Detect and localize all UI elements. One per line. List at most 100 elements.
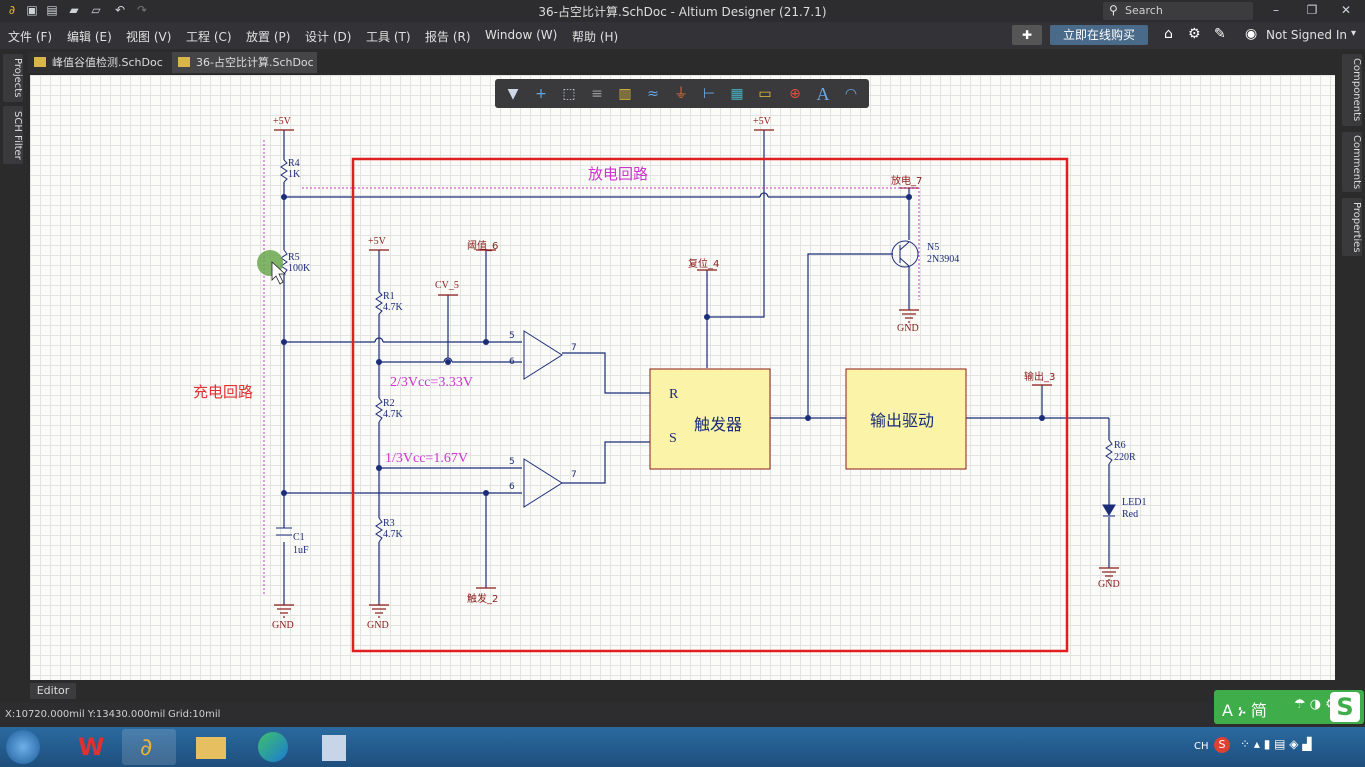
window-title: 36-占空比计算.SchDoc - Altium Designer (21.7.…: [538, 5, 827, 19]
power-label: +5V: [273, 116, 291, 127]
tab-label: 36-占空比计算.SchDoc: [196, 56, 314, 69]
schematic-canvas[interactable]: 放电回路 充电回路 2/3Vcc=3.33V 1/3Vcc=1.67V 触发器 …: [30, 75, 1335, 680]
tray-icons[interactable]: ⁘ ▴ ▮ ▤ ◈ ▟: [1240, 737, 1312, 751]
maximize-icon[interactable]: ❐: [1306, 3, 1318, 17]
status-bar: X:10720.000mil Y:13430.000mil Grid:10mil: [0, 703, 1365, 727]
ime-tools-icon: ☂ ◑ ⚙: [1294, 697, 1337, 712]
trigger-r-pin: R: [669, 387, 679, 402]
schematic-doc-icon: [34, 57, 46, 67]
net-output: 输出_3: [1024, 372, 1056, 383]
sign-in-status[interactable]: Not Signed In: [1266, 28, 1347, 42]
start-button[interactable]: [6, 730, 40, 764]
arc-icon[interactable]: ◠: [844, 86, 858, 102]
search-box[interactable]: ⚲ Search: [1103, 2, 1253, 20]
chevron-down-icon[interactable]: ▾: [1351, 28, 1357, 39]
directive-icon[interactable]: ⊕: [789, 86, 801, 102]
title-bar: ∂ ▣ ▤ ▰ ▱ ↶ ↷ 36-占空比计算.SchDoc - Altium D…: [0, 0, 1365, 22]
component-icon[interactable]: ▥: [618, 86, 632, 102]
open-project-icon[interactable]: ▱: [91, 3, 101, 17]
save-icon[interactable]: ▣: [26, 3, 38, 17]
tab-peak-detect[interactable]: 峰值谷值检测.SchDoc: [28, 52, 172, 73]
panel-tab-projects[interactable]: Projects: [3, 54, 23, 102]
pin-label: 7: [571, 343, 577, 353]
power-label: +5V: [368, 236, 386, 247]
ime-toolbar[interactable]: A ኑ 简 ☂ ◑ ⚙ S: [1214, 690, 1364, 724]
menu-reports[interactable]: 报告 (R): [425, 30, 471, 44]
menu-project[interactable]: 工程 (C): [186, 30, 232, 44]
net-trigger: 触发_2: [467, 594, 499, 605]
text-icon[interactable]: A: [816, 84, 830, 104]
pin-label: 6: [509, 482, 515, 492]
move-icon[interactable]: +: [535, 86, 547, 102]
panel-tab-comments[interactable]: Comments: [1342, 132, 1362, 192]
power-label: +5V: [753, 116, 771, 127]
menu-tools[interactable]: 工具 (T): [366, 30, 411, 44]
menu-edit[interactable]: 编辑 (E): [67, 30, 112, 44]
save-all-icon[interactable]: ▤: [46, 3, 58, 17]
pin-label: 7: [571, 470, 577, 480]
redo-icon[interactable]: ↷: [136, 3, 148, 17]
net-discharge: 放电_7: [891, 176, 923, 187]
document-tabs: 峰值谷值检测.SchDoc 36-占空比计算.SchDoc: [28, 52, 1338, 74]
panel-tab-sch-filter[interactable]: SCH Filter: [3, 106, 23, 164]
menu-file[interactable]: 文件 (F): [8, 30, 53, 44]
menu-help[interactable]: 帮助 (H): [572, 30, 619, 44]
schematic-doc-icon: [178, 57, 190, 67]
menu-place[interactable]: 放置 (P): [246, 30, 291, 44]
altium-taskbar-icon[interactable]: ∂: [122, 729, 176, 765]
open-folder-icon[interactable]: ▰: [69, 3, 79, 17]
active-bar-toolbar: ▼ + ⬚ ≡ ▥ ≈ ⏚ ⊢ ▦ ▭ ⊕ A ◠: [495, 79, 869, 108]
charge-loop-label: 充电回路: [193, 383, 254, 401]
home-icon[interactable]: ⌂: [1164, 26, 1173, 42]
menu-bar: 文件 (F) 编辑 (E) 视图 (V) 工程 (C) 放置 (P) 设计 (D…: [0, 22, 1365, 49]
app-icon[interactable]: [308, 729, 362, 765]
menu-window[interactable]: Window (W): [485, 28, 558, 42]
panel-tab-properties[interactable]: Properties: [1342, 198, 1362, 256]
gear-icon[interactable]: ⚙: [1188, 26, 1201, 42]
discharge-loop-label: 放电回路: [588, 165, 649, 183]
language-indicator[interactable]: CH: [1194, 741, 1209, 752]
wire-icon[interactable]: ≈: [647, 86, 659, 102]
panel-tab-components[interactable]: Components: [1342, 54, 1362, 126]
minimize-icon[interactable]: –: [1273, 3, 1279, 17]
ratio-high-label: 2/3Vcc=3.33V: [390, 375, 473, 390]
menu-view[interactable]: 视图 (V): [126, 30, 172, 44]
gnd-label: GND: [272, 620, 294, 631]
harness-icon[interactable]: ▦: [730, 86, 744, 102]
left-panel-strip: Projects SCH Filter: [0, 52, 26, 702]
port-icon[interactable]: ▭: [758, 86, 772, 102]
filter-icon[interactable]: ▼: [507, 86, 519, 102]
ime-label: A ኑ 简: [1222, 701, 1267, 720]
edge-icon[interactable]: [246, 729, 300, 765]
feedback-button[interactable]: ✚: [1012, 25, 1042, 45]
wps-icon[interactable]: W: [78, 733, 105, 761]
search-placeholder: Search: [1125, 4, 1163, 17]
tab-label: 峰值谷值检测.SchDoc: [52, 56, 163, 69]
menu-design[interactable]: 设计 (D): [305, 30, 352, 44]
gnd-label: GND: [367, 620, 389, 631]
cursor-coords: X:10720.000mil Y:13430.000mil: [5, 709, 166, 720]
buy-online-button[interactable]: 立即在线购买: [1050, 25, 1148, 45]
sogou-tray-icon[interactable]: S: [1214, 737, 1230, 753]
tab-duty-cycle[interactable]: 36-占空比计算.SchDoc: [172, 52, 317, 73]
power-port-icon[interactable]: ⏚: [674, 86, 688, 102]
file-explorer-icon[interactable]: [184, 729, 238, 765]
undo-icon[interactable]: ↶: [114, 3, 126, 17]
close-icon[interactable]: ✕: [1340, 3, 1352, 17]
user-icon[interactable]: ◉: [1245, 26, 1258, 42]
grid-size: Grid:10mil: [168, 709, 221, 720]
align-icon[interactable]: ≡: [591, 86, 603, 102]
tools-icon[interactable]: ✎: [1214, 26, 1226, 42]
editor-tab[interactable]: Editor: [30, 683, 76, 699]
pin-label: 5: [509, 457, 515, 467]
bus-icon[interactable]: ⊢: [702, 86, 716, 102]
select-area-icon[interactable]: ⬚: [562, 86, 576, 102]
